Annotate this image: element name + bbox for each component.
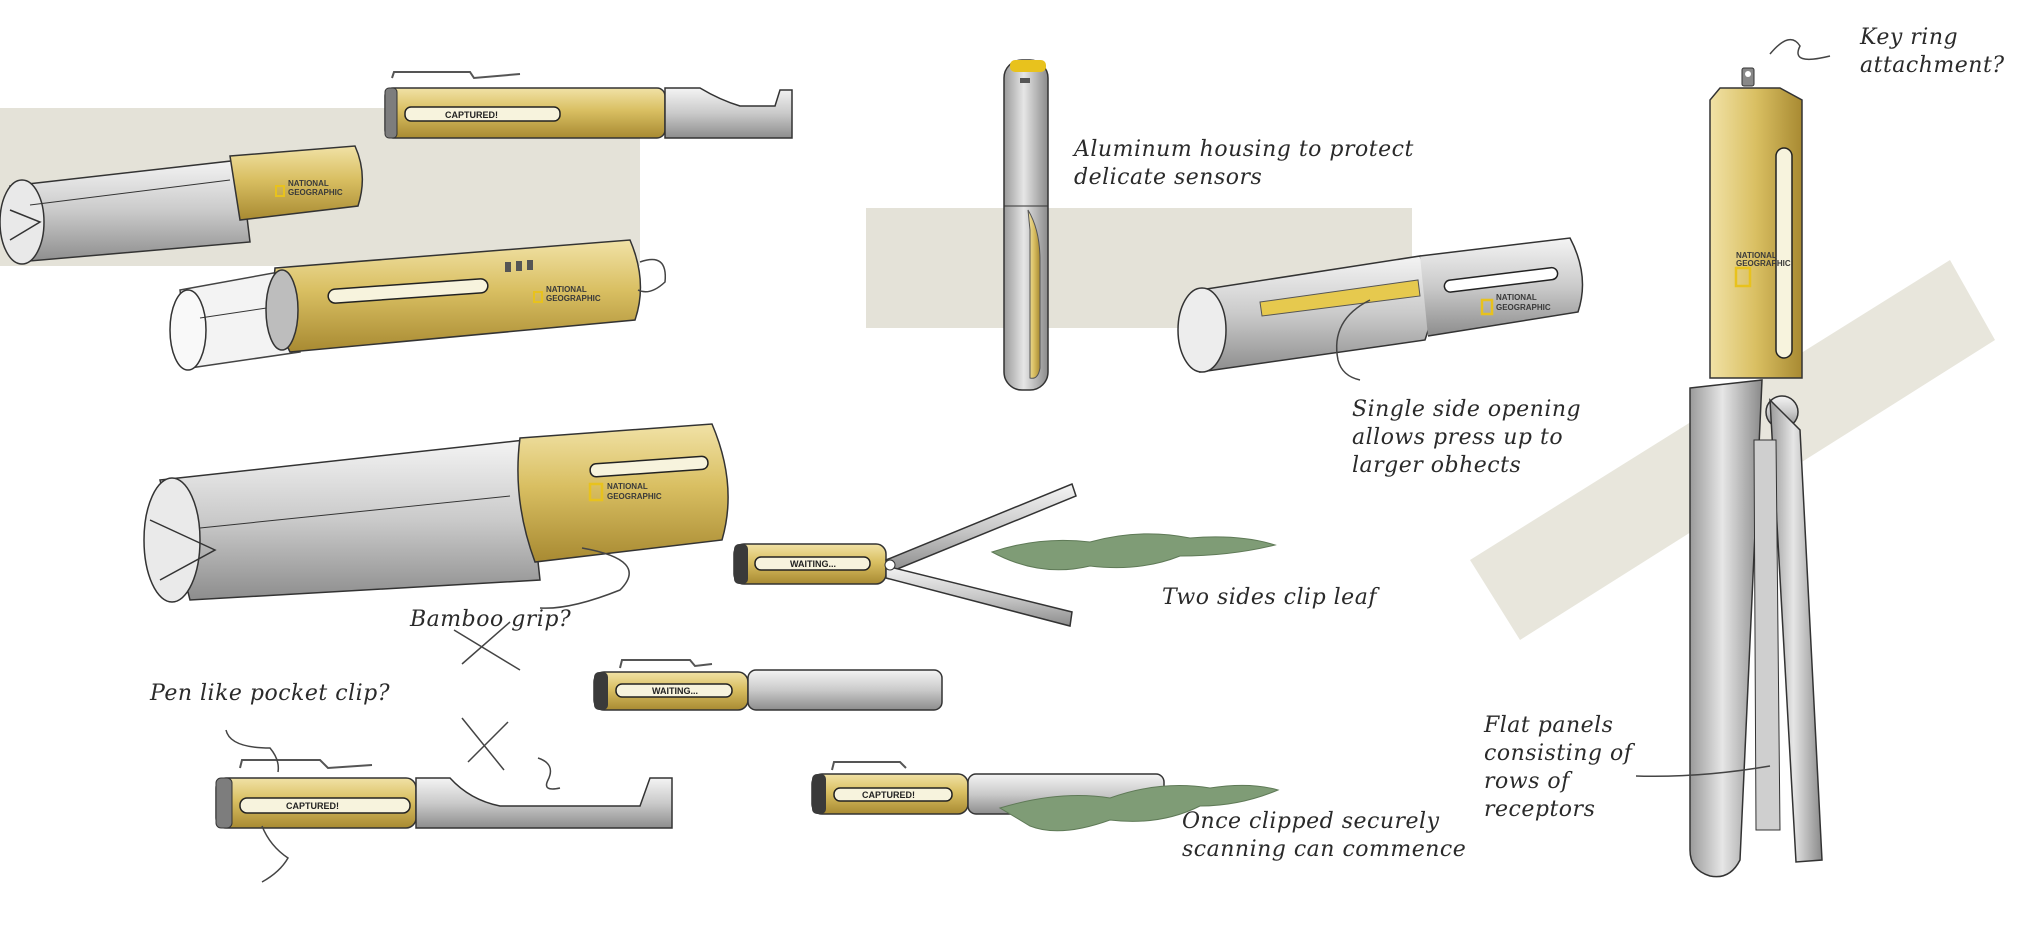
leader-key-ring — [1769, 38, 1831, 61]
device-single-side: NATIONAL GEOGRAPHIC — [1177, 237, 1584, 381]
cross-mark-b — [461, 717, 509, 771]
device-open-tube-left: NATIONAL GEOGRAPHIC — [0, 145, 364, 265]
logo-line2-d: GEOGRAPHIC — [1496, 303, 1551, 312]
leader-flat-panels — [1635, 765, 1771, 778]
device-large-tube: NATIONAL GEOGRAPHIC — [143, 423, 729, 609]
leader-pen-clip — [225, 729, 280, 773]
note-once-clipped: Once clipped securely scanning can comme… — [1182, 809, 1467, 862]
device-dots-left: NATIONAL GEOGRAPHIC — [169, 239, 667, 371]
note-key-ring: Key ring attachment? — [1860, 25, 2005, 78]
logo-line2-a: GEOGRAPHIC — [288, 188, 343, 197]
logo-line2-b: GEOGRAPHIC — [546, 294, 601, 303]
leader-pen-clip-b — [261, 825, 289, 883]
note-single-side: Single side opening allows press up to l… — [1352, 397, 1582, 478]
cross-mark-a — [453, 621, 521, 671]
note-pen-clip: Pen like pocket clip? — [150, 681, 391, 706]
logo-line2-e: GEOGRAPHIC — [1736, 259, 1791, 268]
logo-line1-a: NATIONAL — [288, 179, 329, 188]
captured-label-center: CAPTURED! — [862, 790, 915, 800]
note-bamboo-grip: Bamboo grip? — [410, 607, 572, 632]
leaf-top — [990, 533, 1277, 571]
waiting-label-b: WAITING... — [652, 686, 698, 696]
leaf-bottom — [998, 784, 1280, 832]
logo-line2-c: GEOGRAPHIC — [607, 492, 662, 501]
captured-label-bottom: CAPTURED! — [286, 801, 339, 811]
device-waiting-closed: WAITING... — [593, 659, 943, 711]
leader-squiggle — [537, 757, 561, 790]
device-vertical-pen — [1003, 59, 1049, 391]
device-captured-top: CAPTURED! — [384, 71, 793, 139]
device-captured-bottom: CAPTURED! — [215, 759, 673, 829]
logo-line1-c: NATIONAL — [607, 482, 648, 491]
logo-line1-e: NATIONAL — [1736, 251, 1777, 260]
waiting-label-a: WAITING... — [790, 559, 836, 569]
note-aluminum-housing: Aluminum housing to protect delicate sen… — [1074, 137, 1414, 190]
device-two-sides-clip: WAITING... — [733, 483, 1077, 627]
device-flat-panels: NATIONAL GEOGRAPHIC — [1689, 67, 1823, 878]
note-two-sides: Two sides clip leaf — [1162, 585, 1377, 610]
device-captured-top-label: CAPTURED! — [445, 110, 498, 120]
logo-line1-d: NATIONAL — [1496, 293, 1537, 302]
logo-line1-b: NATIONAL — [546, 285, 587, 294]
note-flat-panels: Flat panels consisting of rows of recept… — [1484, 713, 1633, 822]
